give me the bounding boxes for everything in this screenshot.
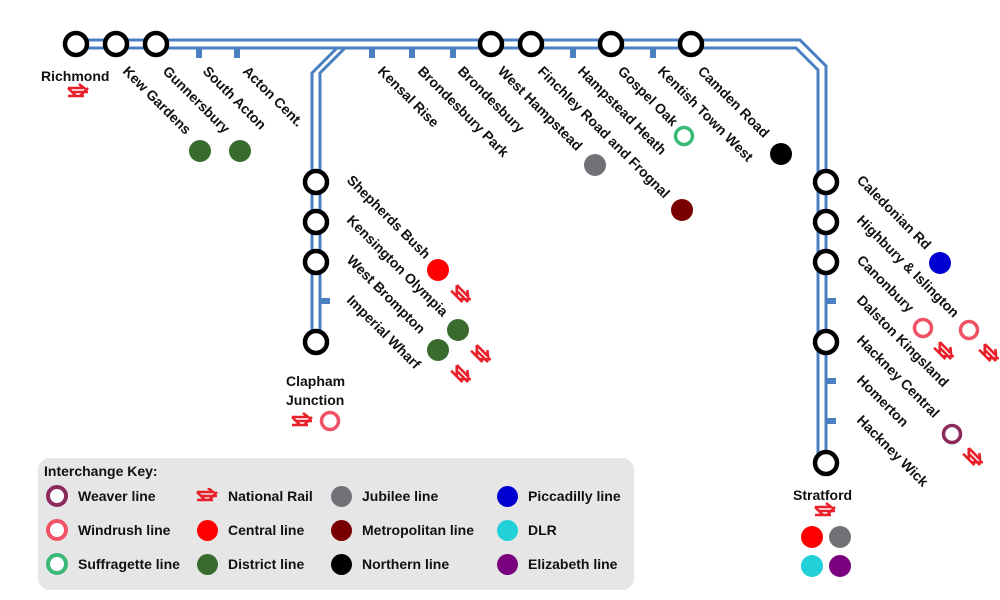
key-title: Interchange Key: xyxy=(44,463,158,479)
station-gospel-oak xyxy=(597,30,625,58)
key-item-northern: Northern line xyxy=(330,552,449,576)
tick-hampstead-heath xyxy=(570,49,576,58)
national-rail-icon xyxy=(66,82,90,98)
district-line-icon xyxy=(229,140,251,162)
tick-hackney-central xyxy=(827,378,836,384)
suffragette-line-icon xyxy=(46,553,68,575)
national-rail-icon xyxy=(449,280,476,307)
national-rail-icon xyxy=(813,501,837,517)
tick-south-acton xyxy=(196,49,202,58)
northern-line-icon xyxy=(770,143,792,165)
national-rail-icon xyxy=(961,443,988,470)
label-richmond: Richmond xyxy=(41,68,109,84)
tick-homerton xyxy=(827,418,836,424)
key-item-windrush: Windrush line xyxy=(46,518,170,542)
windrush-line-icon xyxy=(912,317,934,339)
tick-west-brompton-branch xyxy=(321,298,330,304)
district-line-icon xyxy=(427,339,449,361)
windrush-line-icon xyxy=(46,519,68,541)
national-rail-icon xyxy=(932,337,959,364)
tick-acton-central xyxy=(234,49,240,58)
station-richmond xyxy=(62,30,90,58)
station-kensington-olympia xyxy=(302,208,330,236)
station-shepherds-bush xyxy=(302,168,330,196)
metropolitan-line-icon xyxy=(330,519,352,541)
key-item-metropolitan: Metropolitan line xyxy=(330,518,474,542)
central-line-icon xyxy=(801,526,823,548)
weaver-line-icon xyxy=(941,423,963,445)
key-item-central: Central line xyxy=(196,518,304,542)
weaver-line-icon xyxy=(46,485,68,507)
elizabeth-line-icon xyxy=(829,555,851,577)
station-kew-gardens xyxy=(102,30,130,58)
station-camden-road xyxy=(677,30,705,58)
key-item-suffragette: Suffragette line xyxy=(46,552,180,576)
northern-line-icon xyxy=(330,553,352,575)
key-item-piccadilly: Piccadilly line xyxy=(496,484,621,508)
suffragette-line-icon xyxy=(673,125,695,147)
national-rail-icon xyxy=(449,360,476,387)
central-line-icon xyxy=(196,519,218,541)
national-rail-icon xyxy=(977,339,1000,366)
district-line-icon xyxy=(189,140,211,162)
key-item-jubilee: Jubilee line xyxy=(330,484,438,508)
key-item-district: District line xyxy=(196,552,304,576)
label-hackney-wick: Hackney Wick xyxy=(854,412,932,490)
jubilee-line-icon xyxy=(829,526,851,548)
tick-brondesbury xyxy=(450,49,456,58)
station-west-brompton xyxy=(302,248,330,276)
station-stratford xyxy=(812,449,840,477)
station-caledonian-rd xyxy=(812,168,840,196)
key-item-elizabeth: Elizabeth line xyxy=(496,552,617,576)
station-canonbury xyxy=(812,248,840,276)
central-line-icon xyxy=(427,259,449,281)
windrush-line-icon xyxy=(958,319,980,341)
windrush-line-icon xyxy=(319,410,341,432)
key-item-dlr: DLR xyxy=(496,518,557,542)
station-gunnersbury xyxy=(142,30,170,58)
dlr-icon xyxy=(496,519,518,541)
label-camden-road: Camden Road xyxy=(695,63,773,141)
national-rail-icon xyxy=(290,411,314,427)
metropolitan-line-icon xyxy=(671,199,693,221)
dlr-icon xyxy=(801,555,823,577)
tick-kentish-town-west xyxy=(650,49,656,58)
interchanges xyxy=(66,82,1000,577)
district-line-icon xyxy=(447,319,469,341)
station-west-hampstead xyxy=(477,30,505,58)
piccadilly-line-icon xyxy=(929,252,951,274)
national-rail-icon xyxy=(469,340,496,367)
station-finchley-road xyxy=(517,30,545,58)
key-item-weaver: Weaver line xyxy=(46,484,156,508)
label-clapham-2: Junction xyxy=(286,392,344,408)
label-imperial-wharf: Imperial Wharf xyxy=(344,292,424,372)
station-dalston xyxy=(812,328,840,356)
district-line-icon xyxy=(196,553,218,575)
national-rail-icon xyxy=(196,485,218,507)
label-clapham-1: Clapham xyxy=(286,373,345,389)
elizabeth-line-icon xyxy=(496,553,518,575)
station-ticks xyxy=(196,49,836,424)
rotated-labels: Kew Gardens Gunnersbury South Acton Acto… xyxy=(120,63,963,490)
piccadilly-line-icon xyxy=(496,485,518,507)
track-branch-outer xyxy=(318,46,347,342)
station-clapham-junction xyxy=(302,328,330,356)
tick-dalston xyxy=(827,298,836,304)
station-rings xyxy=(62,30,840,477)
jubilee-line-icon xyxy=(330,485,352,507)
key-item-national-rail: National Rail xyxy=(196,484,313,508)
tick-brondesbury-park xyxy=(409,49,415,58)
tick-kensal-rise xyxy=(369,49,375,58)
jubilee-line-icon xyxy=(584,154,606,176)
interchange-key: Interchange Key: Weaver line Windrush li… xyxy=(38,458,634,590)
label-stratford: Stratford xyxy=(793,487,852,503)
station-highbury xyxy=(812,208,840,236)
